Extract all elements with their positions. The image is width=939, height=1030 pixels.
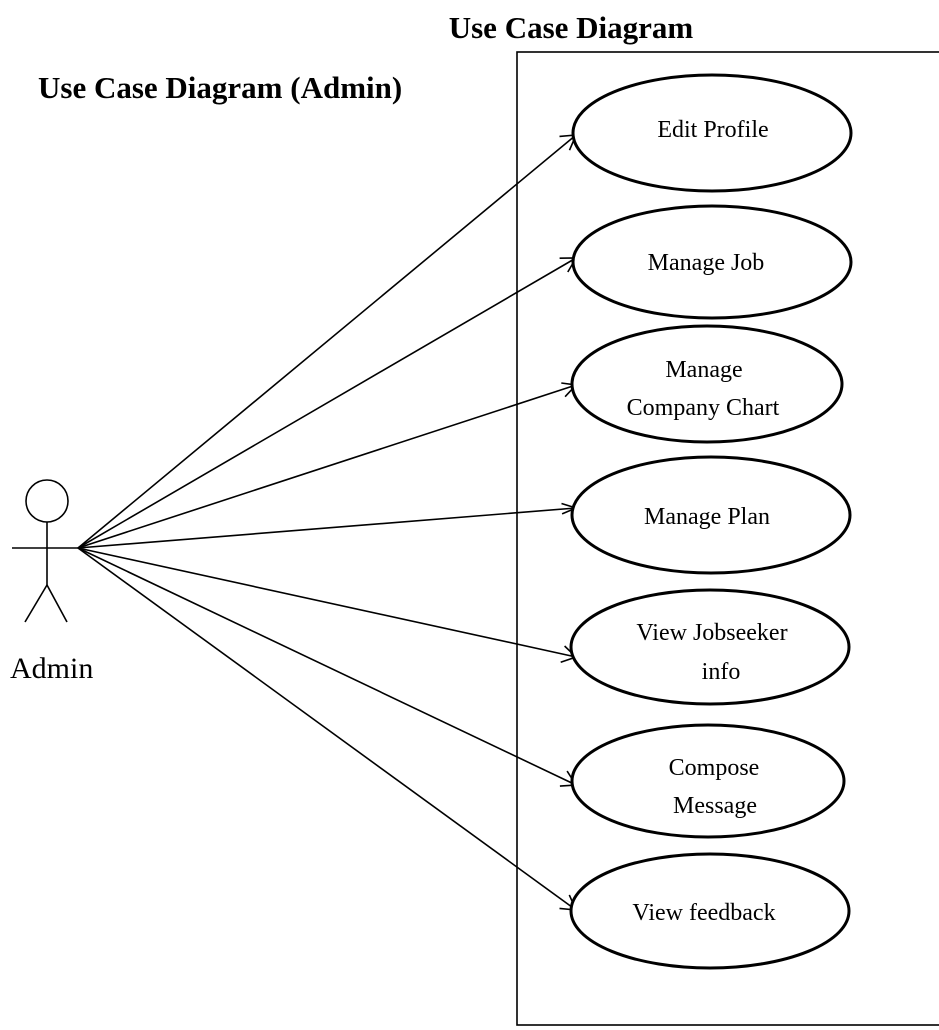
use-case-label-line-2: Message <box>673 793 757 819</box>
use-case-view-jobseeker-info: View Jobseeker info <box>569 588 851 706</box>
use-case-manage-job: Manage Job <box>571 204 853 320</box>
use-case-label-line-2: info <box>702 659 741 685</box>
diagram-title: Use Case Diagram (Admin) <box>38 70 402 105</box>
association-manage-company-chart <box>77 382 578 549</box>
use-case-label-line-1: Manage <box>665 357 742 383</box>
actor-admin: Admin <box>10 479 93 685</box>
actor-label: Admin <box>10 652 93 685</box>
use-case-edit-profile: Edit Profile <box>571 73 853 193</box>
use-case-label-line-1: Compose <box>669 755 760 781</box>
system-title: Use Case Diagram <box>449 10 694 45</box>
actor-right-leg <box>46 584 68 623</box>
associations <box>77 134 579 911</box>
use-case-manage-company-chart: Manage Company Chart <box>570 324 844 444</box>
use-case-compose-message: Compose Message <box>570 723 846 839</box>
association-compose-message <box>77 547 578 787</box>
use-case-label-line-2: Company Chart <box>627 395 780 421</box>
association-edit-profile <box>77 134 578 549</box>
use-case-label: Manage Plan <box>644 504 770 530</box>
use-case-label-line-1: View Jobseeker <box>636 620 787 646</box>
use-case-label: View feedback <box>632 900 775 926</box>
use-case-label: Manage Job <box>648 250 765 276</box>
use-case-label: Edit Profile <box>657 117 768 143</box>
system-boundary <box>516 51 939 1026</box>
use-case-manage-plan: Manage Plan <box>570 455 852 575</box>
association-manage-plan <box>77 502 579 549</box>
association-manage-job <box>77 257 578 549</box>
association-view-jobseeker-info <box>77 547 578 663</box>
actor-left-leg <box>24 584 48 623</box>
use-case-view-feedback: View feedback <box>569 852 851 970</box>
actor-head <box>25 479 69 523</box>
